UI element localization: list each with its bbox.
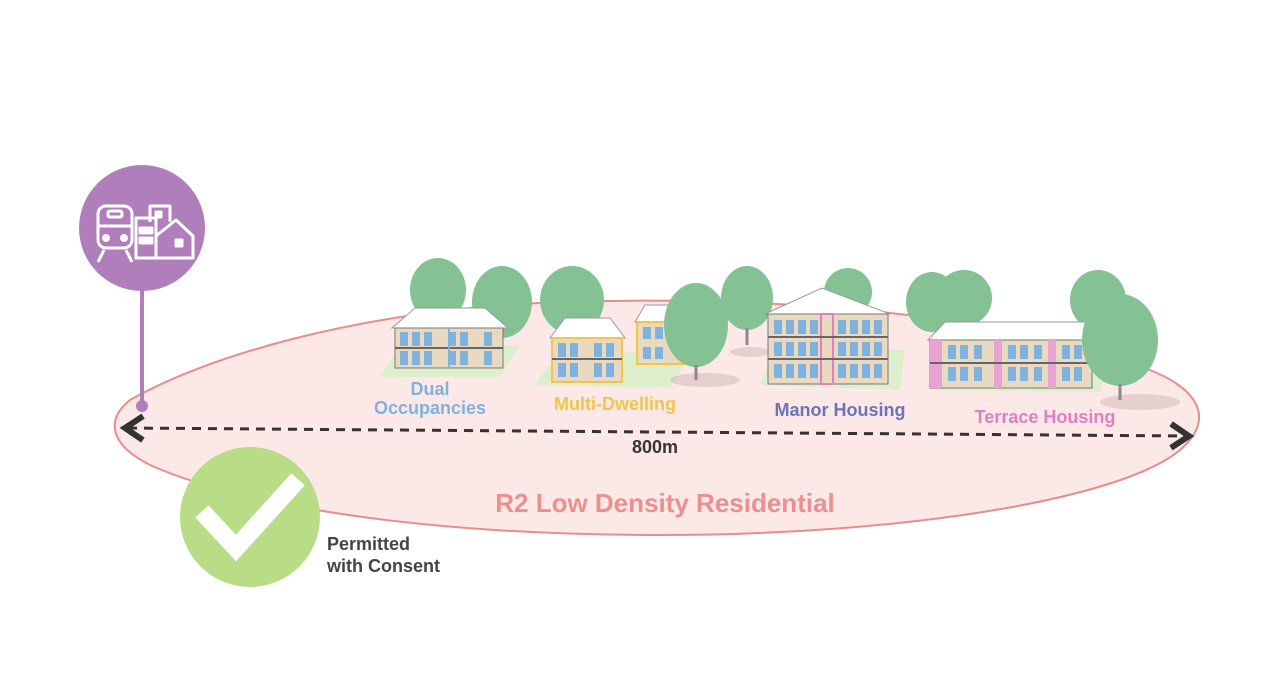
trees-front: [664, 283, 1158, 386]
status-label: Permitted with Consent: [327, 534, 487, 577]
manor-housing-building: [764, 287, 891, 385]
label-multi-dwelling: Multi-Dwelling: [554, 394, 676, 414]
front-tree-trunks: [694, 365, 1122, 400]
train-and-buildings-icon: [96, 204, 195, 263]
label-dual-occupancies: Dual Occupancies: [360, 380, 500, 418]
status-line2: with Consent: [327, 555, 440, 576]
checkmark-icon: [195, 473, 305, 562]
status-line1: Permitted: [327, 534, 411, 554]
label-manor-housing: Manor Housing: [774, 400, 906, 420]
label-dual-line1: Dual: [410, 379, 450, 399]
terrace-housing-building: [926, 321, 1096, 389]
distance-arrow: [119, 413, 1195, 451]
dual-occupancy-building: [390, 307, 510, 369]
label-terrace-housing: Terrace Housing: [974, 407, 1116, 427]
zone-label: R2 Low Density Residential: [495, 488, 835, 518]
distance-label: 800m: [631, 437, 679, 457]
label-dual-line2: Occupancies: [373, 397, 487, 418]
